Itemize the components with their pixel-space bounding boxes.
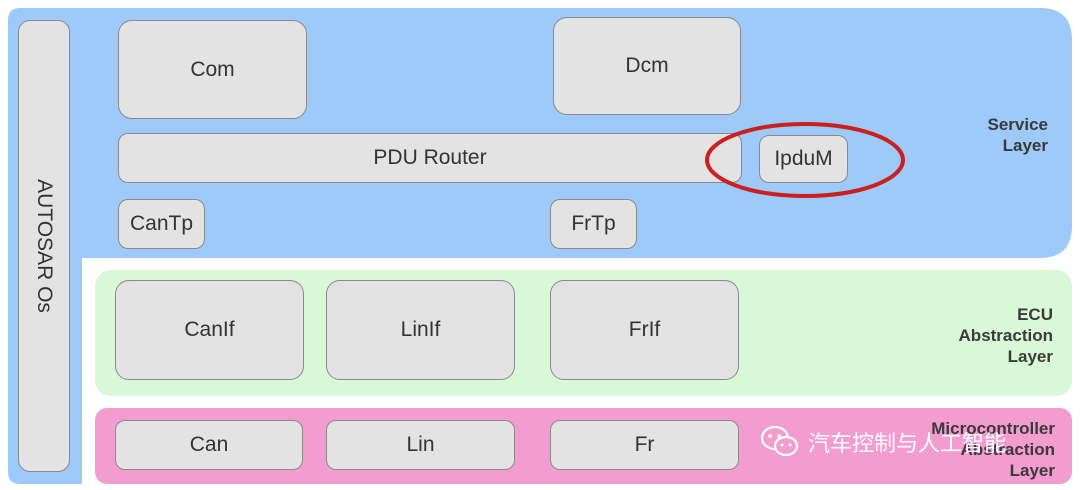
- frif-label: FrIf: [628, 318, 661, 341]
- watermark-text: 汽车控制与人工智能: [808, 431, 1007, 456]
- dcm-module: Dcm: [553, 17, 741, 115]
- watermark: 汽车控制与人工智能: [760, 424, 1006, 460]
- linif-label: LinIf: [400, 318, 441, 341]
- pdu-router-module: PDU Router: [118, 133, 742, 183]
- wechat-icon: [760, 425, 799, 457]
- mcal-label-line3: Layer: [1009, 461, 1055, 480]
- pdu-router-label: PDU Router: [373, 146, 487, 169]
- service-layer-label: Service Layer: [900, 114, 1049, 156]
- com-module: Com: [118, 20, 307, 119]
- frtp-module: FrTp: [550, 199, 637, 249]
- canif-module: CanIf: [115, 280, 304, 380]
- cantp-label: CanTp: [129, 212, 194, 235]
- service-label-line1: Service: [987, 115, 1049, 134]
- ipdum-label: IpduM: [774, 147, 833, 170]
- fr-module: Fr: [550, 420, 739, 470]
- lin-module: Lin: [326, 420, 515, 470]
- canif-label: CanIf: [184, 318, 235, 341]
- can-label: Can: [189, 433, 229, 456]
- ecu-label-line2: Abstraction: [958, 326, 1053, 345]
- com-label: Com: [190, 57, 235, 81]
- cantp-module: CanTp: [118, 199, 205, 249]
- autosar-os-label: AUTOSAR Os: [33, 179, 56, 313]
- dcm-label: Dcm: [625, 54, 669, 77]
- ipdum-module: IpduM: [759, 135, 848, 183]
- linif-module: LinIf: [326, 280, 515, 380]
- ecu-layer-label: ECU Abstraction Layer: [900, 304, 1053, 367]
- frif-module: FrIf: [550, 280, 739, 380]
- service-label-line2: Layer: [1002, 136, 1048, 155]
- ipdum-highlight-ellipse: [705, 122, 905, 198]
- microcontroller-layer-label: Microcontroller Abstraction Layer: [880, 418, 1055, 481]
- mcal-label-line2: Abstraction: [960, 440, 1055, 459]
- can-module: Can: [115, 420, 303, 470]
- ecu-label-line1: ECU: [1017, 305, 1053, 324]
- fr-label: Fr: [634, 433, 655, 456]
- ecu-label-line3: Layer: [1007, 347, 1053, 366]
- frtp-label: FrTp: [571, 212, 616, 235]
- mcal-label-line1: Microcontroller: [931, 419, 1055, 438]
- autosar-os-module: AUTOSAR Os: [18, 20, 70, 472]
- lin-label: Lin: [406, 433, 435, 456]
